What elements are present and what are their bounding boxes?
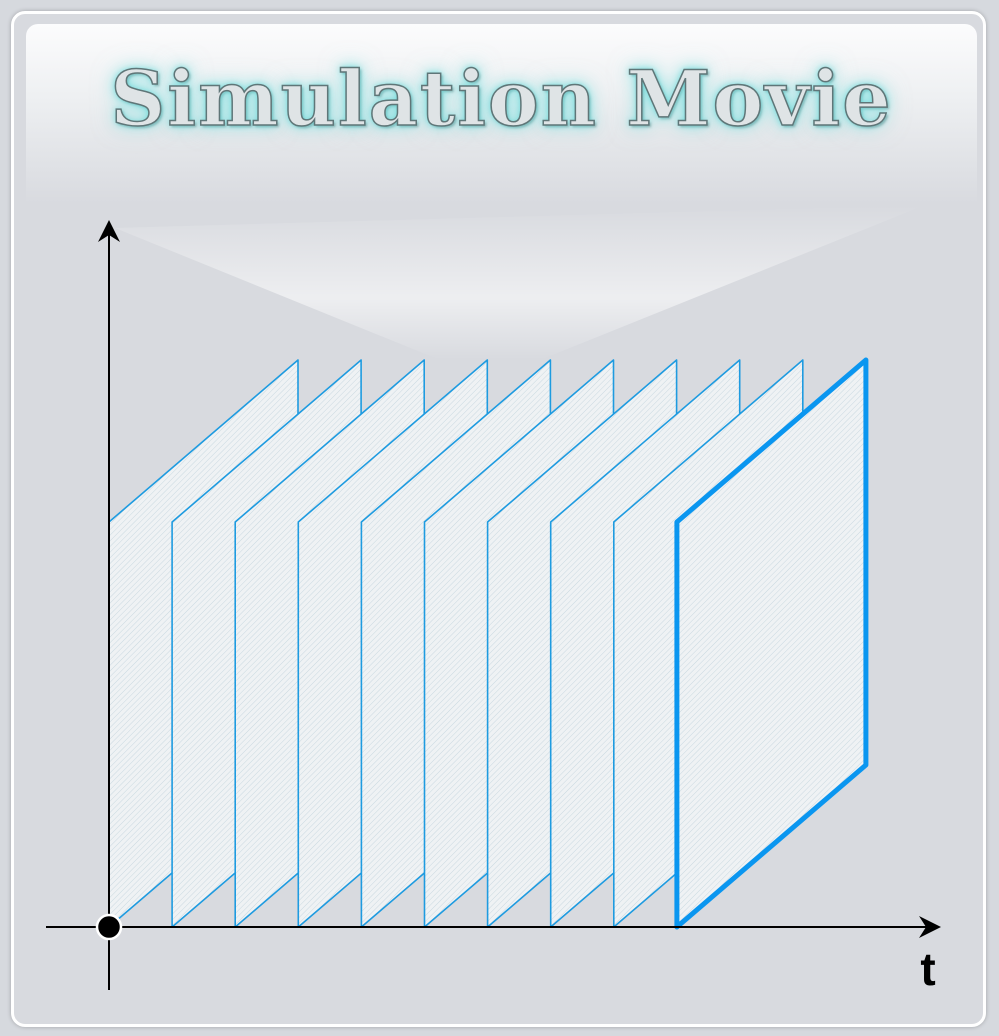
frame-stack [108, 357, 869, 930]
vertical-axis-arrowhead [98, 220, 120, 242]
current-frame [674, 357, 869, 930]
origin-point [95, 913, 123, 941]
time-axis-label: t [920, 943, 935, 995]
axes: t [46, 220, 941, 995]
title-band [26, 24, 977, 204]
time-axis-arrowhead [919, 916, 941, 938]
diagram-title: Simulation Movie [110, 53, 893, 144]
light-cone [115, 205, 925, 360]
